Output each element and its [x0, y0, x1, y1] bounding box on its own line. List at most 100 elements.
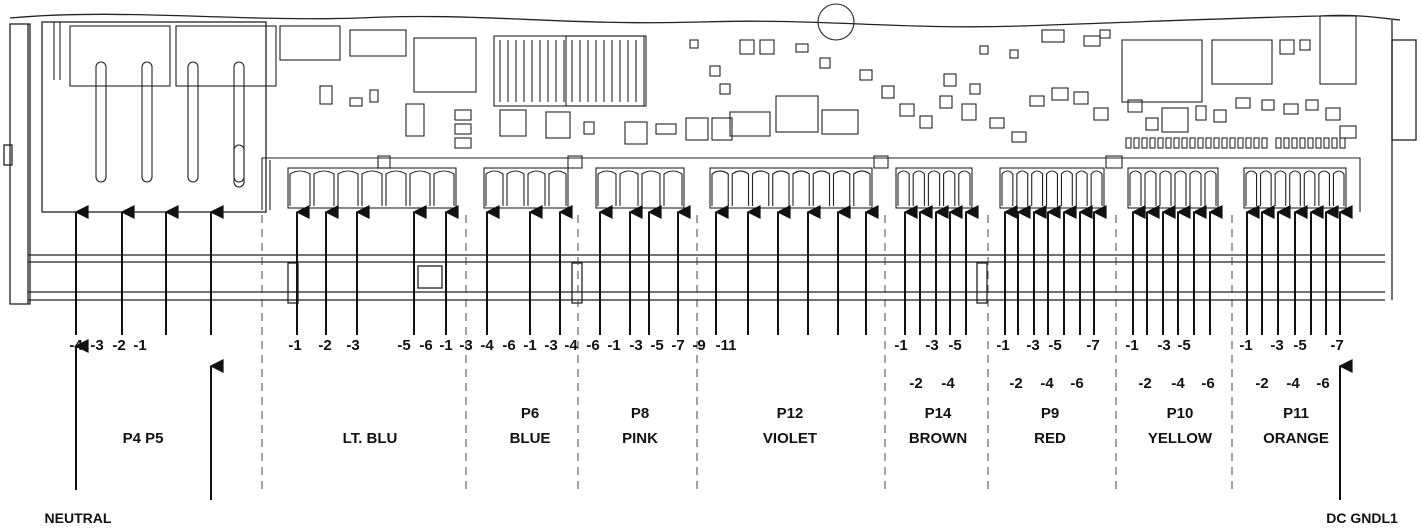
pin-label: -1: [1239, 337, 1253, 354]
right-bracket: [1391, 39, 1417, 141]
smd-component: [1145, 117, 1159, 131]
pin-leader-lines: [74, 205, 1353, 500]
smd-component: [545, 111, 571, 139]
terminal-slot: [187, 61, 199, 183]
smd-component: [1235, 97, 1251, 109]
smd-component: [899, 103, 915, 117]
smd-component: [1305, 99, 1319, 111]
smd-component: [943, 73, 957, 87]
smd-component: [1283, 103, 1299, 115]
pin-label: -1: [607, 337, 621, 354]
smd-component: [499, 109, 527, 137]
smd-component: [1041, 29, 1065, 43]
smd-component: [881, 85, 895, 99]
smd-component: [1127, 99, 1143, 113]
terminal-contact: [1060, 170, 1073, 206]
terminal-contact: [943, 170, 956, 206]
terminal-block: [287, 167, 457, 209]
terminal-contact: [361, 170, 383, 206]
smd-component: [729, 111, 771, 137]
pin-label: -3: [90, 337, 104, 354]
terminal-block: [483, 167, 569, 209]
smd-component: [795, 43, 809, 53]
pin-label: -2: [1255, 375, 1269, 392]
terminal-contact: [409, 170, 431, 206]
pin-label: -5: [1048, 337, 1062, 354]
terminal-contact: [1031, 170, 1044, 206]
smd-component: [919, 115, 933, 129]
smd-component: [655, 123, 677, 135]
pin-label: -2: [1138, 375, 1152, 392]
connector-id-label: P11: [1283, 405, 1309, 422]
capacitor: [817, 3, 855, 41]
connector-color-label: ORANGE: [1263, 430, 1329, 447]
terminal-slot: [233, 61, 245, 183]
pin-label: -7: [1086, 337, 1100, 354]
pin-label: -4: [69, 337, 83, 354]
smd-component: [1213, 109, 1227, 123]
connector-id-label: P8: [630, 405, 650, 422]
smd-component: [454, 123, 472, 135]
smd-component: [759, 39, 775, 55]
smd-component: [369, 89, 379, 103]
terminal-contact: [1174, 170, 1187, 206]
pin-label: -6: [1201, 375, 1215, 392]
terminal-housing: [261, 157, 1361, 212]
terminal-contact: [1318, 170, 1330, 206]
pin-label: -3: [1270, 337, 1284, 354]
pin-label: -4: [941, 375, 955, 392]
pin-label: -5: [397, 337, 411, 354]
terminal-contact: [506, 170, 525, 206]
pin-label: -3: [459, 337, 473, 354]
smd-component: [319, 85, 333, 105]
connector-color-label: YELLOW: [1147, 430, 1213, 447]
terminal-contact: [313, 170, 335, 206]
terminal-contact: [1274, 170, 1287, 206]
connector-color-label: BROWN: [908, 430, 968, 447]
pin-label: -1: [1125, 337, 1139, 354]
smd-component: [454, 137, 472, 149]
smd-component: [1211, 39, 1273, 85]
terminal-contact: [772, 170, 790, 206]
smd-component: [1009, 49, 1019, 59]
pin-label: -4: [1040, 375, 1054, 392]
terminal-contact: [641, 170, 661, 206]
terminal-contact: [897, 170, 910, 206]
terminal-block: [709, 167, 873, 209]
pin-label: -4: [1171, 375, 1185, 392]
terminal-contact: [1046, 170, 1058, 206]
terminal-block: [895, 167, 973, 209]
smd-component: [1083, 35, 1101, 47]
connector-id-label: P12: [776, 405, 804, 422]
pin-label: -5: [650, 337, 664, 354]
smd-component: [819, 57, 831, 69]
connector-color-label: VIOLET: [762, 430, 818, 447]
pin-label: -1: [996, 337, 1010, 354]
smd-component: [711, 117, 733, 141]
smd-component: [719, 83, 731, 95]
terminal-contact: [1001, 170, 1014, 206]
pin-label: -7: [671, 337, 685, 354]
smd-component: [1051, 87, 1069, 101]
connector-color-label: RED: [1034, 430, 1066, 447]
terminal-contact: [812, 170, 831, 206]
terminal-contact: [337, 170, 359, 206]
terminal-block: [999, 167, 1105, 209]
terminal-contact: [1189, 170, 1202, 206]
connector-color-label: LT. BLU: [342, 430, 398, 447]
terminal-contact: [485, 170, 504, 206]
terminal-contact: [1016, 170, 1029, 206]
terminal-contact: [751, 170, 770, 206]
terminal-block: [595, 167, 685, 209]
terminal-contact: [663, 170, 683, 206]
terminal-slot: [95, 61, 107, 183]
terminal-contact: [711, 170, 729, 206]
terminal-contact: [548, 170, 567, 206]
smd-component: [349, 97, 363, 107]
terminal-contact: [1303, 170, 1316, 206]
smd-component: [454, 109, 472, 121]
edge-label: DC GNDL1: [1326, 510, 1398, 526]
smd-component: [989, 117, 1005, 129]
pin-label: -5: [948, 337, 962, 354]
